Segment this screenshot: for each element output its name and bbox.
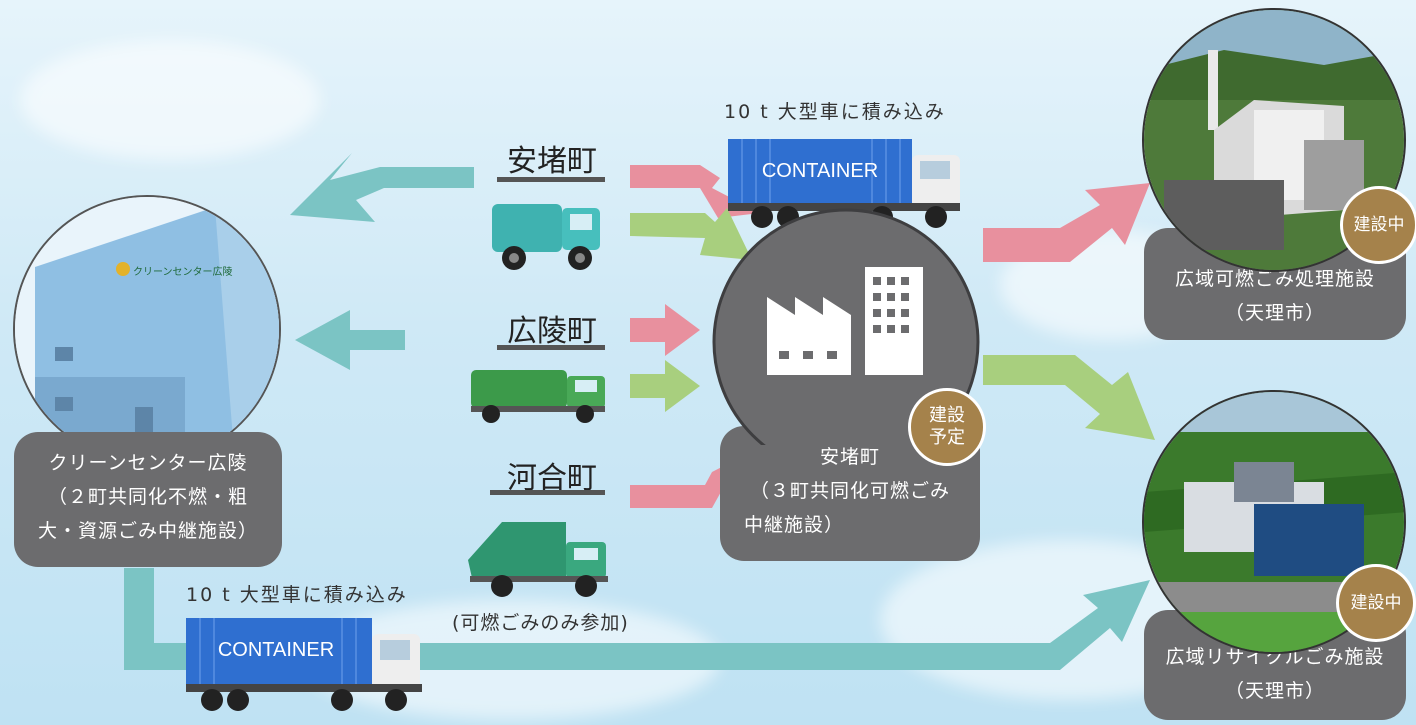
- town-underline: [490, 490, 605, 495]
- arrow-center-to-recycle: [983, 355, 1155, 440]
- center-facility-badge: 建設 予定: [908, 388, 986, 466]
- arrow-to-clean-center-mid: [295, 310, 405, 370]
- clean-center-line-2: （２町共同化不燃・粗: [47, 486, 248, 508]
- truck-caption-top: 10 t 大型車に積み込み: [724, 101, 946, 123]
- center-facility-line-3: 中継施設）: [744, 514, 845, 536]
- truck-caption-bottom: 10 t 大型車に積み込み: [186, 584, 408, 606]
- town-label-koryo: 広陵町: [507, 314, 597, 349]
- arrow-koryo-pink: [630, 304, 700, 356]
- clean-center-photo: クリーンセンター広陵: [13, 195, 281, 463]
- clean-center-box: クリーンセンター広陵 （２町共同化不燃・粗 大・資源ごみ中継施設）: [14, 432, 282, 567]
- recycle-name: 広域リサイクルごみ施設: [1165, 646, 1385, 668]
- garbage-truck-ando-image: [492, 204, 600, 270]
- clean-center-sign: クリーンセンター広陵: [133, 265, 233, 278]
- clean-center-building-image: クリーンセンター広陵: [15, 197, 279, 461]
- arrow-ando-pink: [630, 165, 760, 218]
- garbage-truck-kawai-image: [468, 522, 608, 597]
- incinerator-badge: 建設中: [1340, 186, 1416, 264]
- center-facility-line-2: （３町共同化可燃ごみ: [749, 480, 950, 502]
- container-truck-top-image: CONTAINER: [728, 139, 960, 228]
- incinerator-city: （天理市）: [1224, 302, 1325, 324]
- recycle-city: （天理市）: [1224, 680, 1325, 702]
- arrow-kawai-pink: [630, 455, 745, 508]
- kawai-note: (可燃ごみのみ参加): [452, 612, 629, 634]
- arrow-ando-green: [630, 208, 752, 260]
- clean-center-line-1: クリーンセンター広陵: [48, 452, 248, 474]
- cloud: [20, 40, 320, 160]
- recycle-badge: 建設中: [1336, 564, 1416, 642]
- center-facility-box: 安堵町 （３町共同化可燃ごみ 中継施設）: [720, 426, 980, 561]
- town-underline: [497, 177, 605, 182]
- badge-line-2: 予定: [929, 427, 965, 448]
- incinerator-name: 広域可燃ごみ処理施設: [1174, 268, 1375, 290]
- town-label-ando: 安堵町: [507, 144, 597, 179]
- arrow-to-clean-center-top: [290, 153, 474, 222]
- center-facility-line-1: 安堵町: [819, 446, 880, 468]
- arrow-koryo-green: [630, 360, 700, 412]
- container-label-top: CONTAINER: [762, 160, 878, 182]
- clean-center-line-3: 大・資源ごみ中継施設）: [37, 520, 258, 542]
- center-factory-circle: [712, 208, 980, 445]
- container-label-bottom: CONTAINER: [218, 639, 334, 661]
- badge-line-1: 建設: [929, 405, 965, 426]
- container-truck-bottom-image: CONTAINER: [186, 618, 422, 711]
- town-underline: [497, 345, 605, 350]
- arrow-center-to-incinerator: [983, 183, 1150, 262]
- garbage-truck-koryo-image: [471, 370, 605, 423]
